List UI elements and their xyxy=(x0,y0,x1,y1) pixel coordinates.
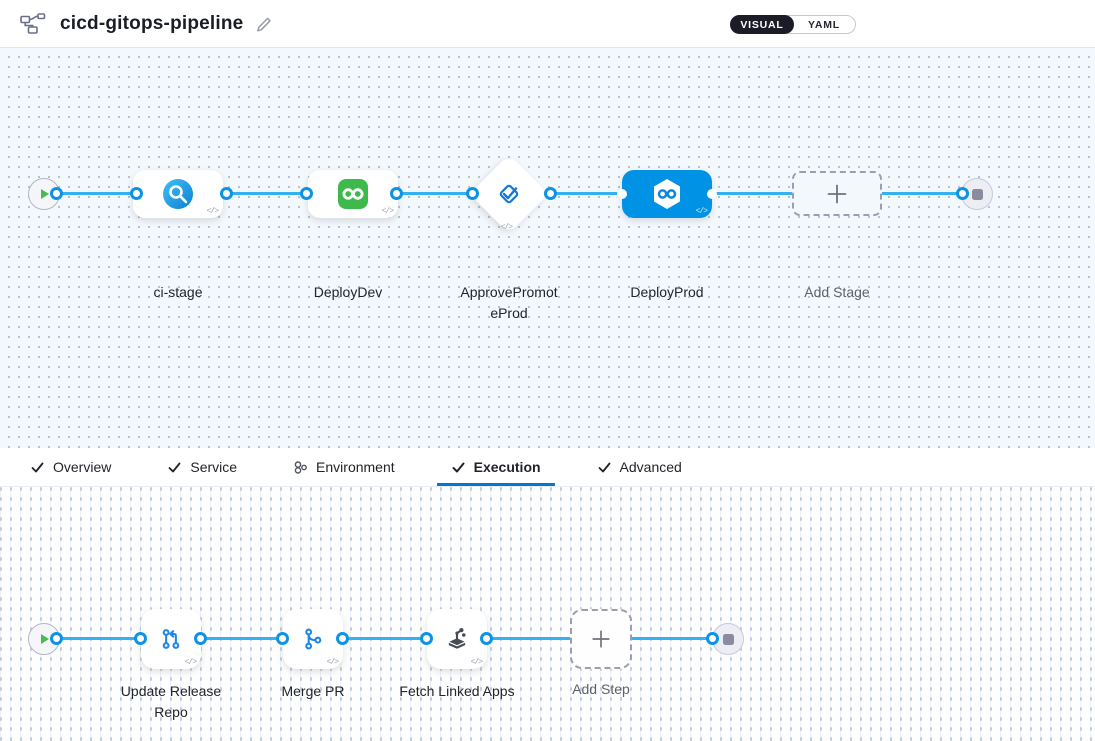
connector-ring xyxy=(420,632,433,645)
connector-ring xyxy=(276,632,289,645)
tab-label: Overview xyxy=(53,459,111,475)
connector-ring xyxy=(50,632,63,645)
code-icon: </> xyxy=(207,207,218,216)
linked-apps-icon xyxy=(443,625,471,653)
check-icon xyxy=(451,460,466,475)
stage-label: DeployDev xyxy=(288,282,408,303)
connector-ring xyxy=(50,187,63,200)
connector-ring xyxy=(956,187,969,200)
check-icon xyxy=(30,460,45,475)
step-label: Update Release Repo xyxy=(111,681,231,723)
connector-ring xyxy=(134,632,147,645)
stage-label: ApprovePromoteProd xyxy=(457,282,561,324)
code-icon: </> xyxy=(696,207,707,216)
add-step-label: Add Step xyxy=(541,679,661,700)
tab-overview[interactable]: Overview xyxy=(30,448,111,486)
ci-build-icon xyxy=(162,178,194,210)
code-icon: </> xyxy=(471,658,482,667)
step-label: Merge PR xyxy=(253,681,373,702)
connector-dot xyxy=(617,189,627,199)
connector-ring xyxy=(220,187,233,200)
toggle-yaml-button[interactable]: YAML xyxy=(793,16,855,33)
connector-ring xyxy=(706,632,719,645)
cd-deploy-icon xyxy=(650,177,684,211)
plus-icon xyxy=(825,182,849,206)
cd-deploy-icon xyxy=(337,178,369,210)
tab-advanced[interactable]: Advanced xyxy=(597,448,682,486)
play-icon xyxy=(37,187,51,201)
play-icon xyxy=(37,632,51,646)
toggle-visual-button[interactable]: VISUAL xyxy=(730,15,794,34)
execution-canvas: </> Update Release Repo </> Merge PR </>… xyxy=(0,487,1095,741)
header: cicd-gitops-pipeline VISUAL YAML xyxy=(0,0,1095,48)
tab-label: Execution xyxy=(474,459,541,475)
connector-ring xyxy=(466,187,479,200)
step-label: Fetch Linked Apps xyxy=(397,681,517,702)
step-node-update-release-repo[interactable]: </> xyxy=(141,609,201,669)
connector-ring xyxy=(300,187,313,200)
code-icon: </> xyxy=(382,207,393,216)
add-stage-button[interactable] xyxy=(792,171,882,216)
tab-label: Service xyxy=(190,459,237,475)
code-icon: </> xyxy=(500,223,511,232)
edit-pencil-icon[interactable] xyxy=(255,14,275,34)
plus-icon xyxy=(590,628,612,650)
connector-ring xyxy=(336,632,349,645)
check-icon xyxy=(597,460,612,475)
step-node-merge-pr[interactable]: </> xyxy=(283,609,343,669)
stage-node-deployprod[interactable]: </> xyxy=(622,170,712,218)
environment-icon xyxy=(293,460,308,475)
stage-node-approvepromoteprod[interactable]: </> xyxy=(469,154,548,233)
stage-node-deploydev[interactable]: </> xyxy=(308,170,398,218)
stage-node-ci-stage[interactable]: </> xyxy=(133,170,223,218)
page-title: cicd-gitops-pipeline xyxy=(60,13,243,35)
add-stage-label: Add Stage xyxy=(777,282,897,303)
stage-canvas: </> ci-stage </> DeployDev </> ApprovePr… xyxy=(0,48,1095,448)
git-merge-icon xyxy=(300,626,326,652)
stage-label: DeployProd xyxy=(607,282,727,303)
tab-execution[interactable]: Execution xyxy=(451,448,541,486)
code-icon: </> xyxy=(185,658,196,667)
connector-ring xyxy=(480,632,493,645)
stop-icon xyxy=(723,634,734,645)
connector-ring xyxy=(544,187,557,200)
git-push-icon xyxy=(158,626,184,652)
tab-service[interactable]: Service xyxy=(167,448,237,486)
code-icon: </> xyxy=(327,658,338,667)
tab-label: Environment xyxy=(316,459,395,475)
tab-environment[interactable]: Environment xyxy=(293,448,395,486)
connector-ring xyxy=(390,187,403,200)
connector-ring xyxy=(130,187,143,200)
stage-config-tabs: Overview Service Environment Execution A… xyxy=(0,448,1095,487)
visual-yaml-toggle: VISUAL YAML xyxy=(730,15,856,34)
pipeline-graph-icon xyxy=(20,12,50,36)
add-step-button[interactable] xyxy=(570,609,632,669)
check-icon xyxy=(167,460,182,475)
connector-dot xyxy=(707,189,717,199)
stage-label: ci-stage xyxy=(118,282,238,303)
tab-label: Advanced xyxy=(620,459,682,475)
connector-ring xyxy=(194,632,207,645)
stop-icon xyxy=(972,189,983,200)
step-node-fetch-linked-apps[interactable]: </> xyxy=(427,609,487,669)
approval-icon xyxy=(493,178,525,210)
